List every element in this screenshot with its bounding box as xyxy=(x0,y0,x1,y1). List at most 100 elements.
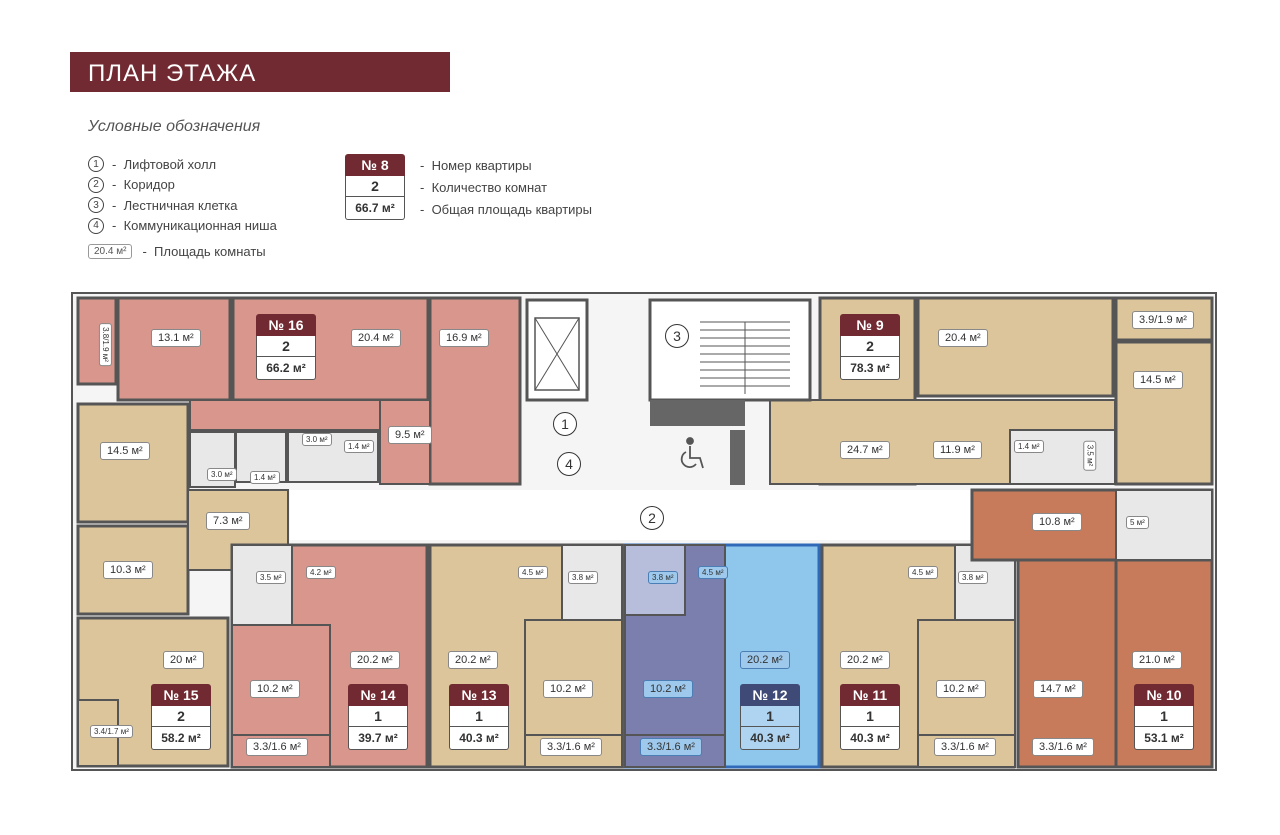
room-area-label: 20.4 м² xyxy=(351,329,401,347)
apartment-card-10[interactable]: № 10 1 53.1 м² xyxy=(1134,684,1194,750)
room-area-label: 3.5 м² xyxy=(1083,440,1097,471)
legend-item-label: Лифтовой холл xyxy=(123,156,217,172)
apartment-rooms: 2 xyxy=(840,336,900,357)
room-area-label: 3.3/1.6 м² xyxy=(540,738,602,756)
apartment-area: 66.2 м² xyxy=(256,357,316,380)
room-area-label: 4.5 м² xyxy=(698,566,728,579)
room-area-label: 9.5 м² xyxy=(388,426,432,444)
apartment-area: 40.3 м² xyxy=(449,727,509,750)
card-rooms: 2 xyxy=(345,176,405,197)
apartment-card-15[interactable]: № 15 2 58.2 м² xyxy=(151,684,211,750)
legend-item-label: Лестничная клетка xyxy=(123,197,238,213)
apartment-card-16[interactable]: № 16 2 66.2 м² xyxy=(256,314,316,380)
room-area-label: 3.8 м² xyxy=(958,571,988,584)
apartment-rooms: 2 xyxy=(151,706,211,727)
apartment-number: № 9 xyxy=(840,314,900,336)
zone-number-icon: 4 xyxy=(88,217,104,234)
building-core xyxy=(525,298,812,485)
room-area-label: 14.5 м² xyxy=(1133,371,1183,389)
room-area-label: 10.8 м² xyxy=(1032,513,1082,531)
room-area-label: 4.5 м² xyxy=(908,566,938,579)
corridor xyxy=(290,490,970,540)
card-desc-number: Номер квартиры xyxy=(431,158,532,173)
room-area-label: 20.2 м² xyxy=(350,651,400,669)
apartment-area: 53.1 м² xyxy=(1134,727,1194,750)
legend-area-label: Площадь комнаты xyxy=(154,244,266,259)
room-area-label: 16.9 м² xyxy=(439,329,489,347)
apartment-card-12-selected[interactable]: № 12 1 40.3 м² xyxy=(740,684,800,750)
apartment-rooms: 1 xyxy=(840,706,900,727)
room-area-label: 13.1 м² xyxy=(151,329,201,347)
legend-item: 2- Коридор xyxy=(88,175,277,196)
room-area-label: 4.2 м² xyxy=(306,566,336,579)
apartment-card-14[interactable]: № 14 1 39.7 м² xyxy=(348,684,408,750)
room-area-label: 1.4 м² xyxy=(250,471,280,484)
zone-number-icon: 1 xyxy=(88,156,104,173)
page-title-bar: ПЛАН ЭТАЖА xyxy=(70,52,450,92)
apartment-card-11[interactable]: № 11 1 40.3 м² xyxy=(840,684,900,750)
apartment-number: № 15 xyxy=(151,684,211,706)
room-area-label: 20.2 м² xyxy=(448,651,498,669)
room-area-label: 14.5 м² xyxy=(100,442,150,460)
accessibility-icon xyxy=(680,437,704,469)
room-area-label: 3.4/1.7 м² xyxy=(90,725,133,738)
apartment-area: 39.7 м² xyxy=(348,727,408,750)
legend-title: Условные обозначения xyxy=(88,118,261,135)
room-area-label: 7.3 м² xyxy=(206,512,250,530)
room-area-label: 3.9/1.9 м² xyxy=(1132,311,1194,329)
legend-area-example: 20.4 м² - Площадь комнаты xyxy=(88,244,266,259)
zone-2-marker: 2 xyxy=(640,506,664,530)
card-number: № 8 xyxy=(345,154,405,176)
room-area-label: 3.8/1.9 м² xyxy=(98,323,112,366)
room-area-label: 11.9 м² xyxy=(933,441,982,459)
room-area-label: 3.3/1.6 м² xyxy=(246,738,308,756)
apartment-number: № 14 xyxy=(348,684,408,706)
zone-4-marker: 4 xyxy=(557,452,581,476)
room-area-label: 20.2 м² xyxy=(740,651,790,669)
room-area-label: 3.3/1.6 м² xyxy=(640,738,702,756)
room-area-label: 20.2 м² xyxy=(840,651,890,669)
legend-card-descriptions: - Номер квартиры - Количество комнат - О… xyxy=(420,158,593,217)
room-area-label: 10.2 м² xyxy=(643,680,693,698)
card-desc-area: Общая площадь квартиры xyxy=(431,202,593,217)
apartment-rooms: 1 xyxy=(740,706,800,727)
room-area-label: 3.8 м² xyxy=(648,571,678,584)
zone-number-icon: 2 xyxy=(88,176,104,193)
apartment-number: № 16 xyxy=(256,314,316,336)
zone-3-marker: 3 xyxy=(665,324,689,348)
card-area: 66.7 м² xyxy=(345,197,405,220)
room-area-label: 3.0 м² xyxy=(207,468,237,481)
legend-item-label: Коридор xyxy=(123,177,175,193)
room-area-label: 3.3/1.6 м² xyxy=(934,738,996,756)
apartment-rooms: 1 xyxy=(348,706,408,727)
zone-1-marker: 1 xyxy=(553,412,577,436)
room-area-label: 24.7 м² xyxy=(840,441,890,459)
room-area-label: 3.3/1.6 м² xyxy=(1032,738,1094,756)
room-area-label: 1.4 м² xyxy=(1014,440,1044,453)
apartment-number: № 13 xyxy=(449,684,509,706)
room-area-label: 5 м² xyxy=(1126,516,1149,529)
room-area-label: 3.0 м² xyxy=(302,433,332,446)
apartment-number: № 12 xyxy=(740,684,800,706)
area-box-example: 20.4 м² xyxy=(88,244,133,259)
apartment-number: № 11 xyxy=(840,684,900,706)
room-area-label: 14.7 м² xyxy=(1033,680,1083,698)
apartment-rooms: 2 xyxy=(256,336,316,357)
apartment-card-9[interactable]: № 9 2 78.3 м² xyxy=(840,314,900,380)
room-area-label: 20 м² xyxy=(163,651,204,669)
room-area-label: 20.4 м² xyxy=(938,329,988,347)
apartment-card-13[interactable]: № 13 1 40.3 м² xyxy=(449,684,509,750)
zone-number-icon: 3 xyxy=(88,197,104,214)
legend-item: 1- Лифтовой холл xyxy=(88,154,277,175)
apartment-number: № 10 xyxy=(1134,684,1194,706)
page-title: ПЛАН ЭТАЖА xyxy=(88,60,257,87)
room-area-label: 10.2 м² xyxy=(936,680,986,698)
room-area-label: 1.4 м² xyxy=(344,440,374,453)
room-area-label: 3.5 м² xyxy=(256,571,286,584)
apartment-area: 58.2 м² xyxy=(151,727,211,750)
apartment-area: 40.3 м² xyxy=(840,727,900,750)
apartment-14-area[interactable] xyxy=(230,543,429,769)
legend-card-example: № 8 2 66.7 м² xyxy=(345,154,405,220)
legend-list: 1- Лифтовой холл 2- Коридор 3- Лестнична… xyxy=(88,154,277,236)
